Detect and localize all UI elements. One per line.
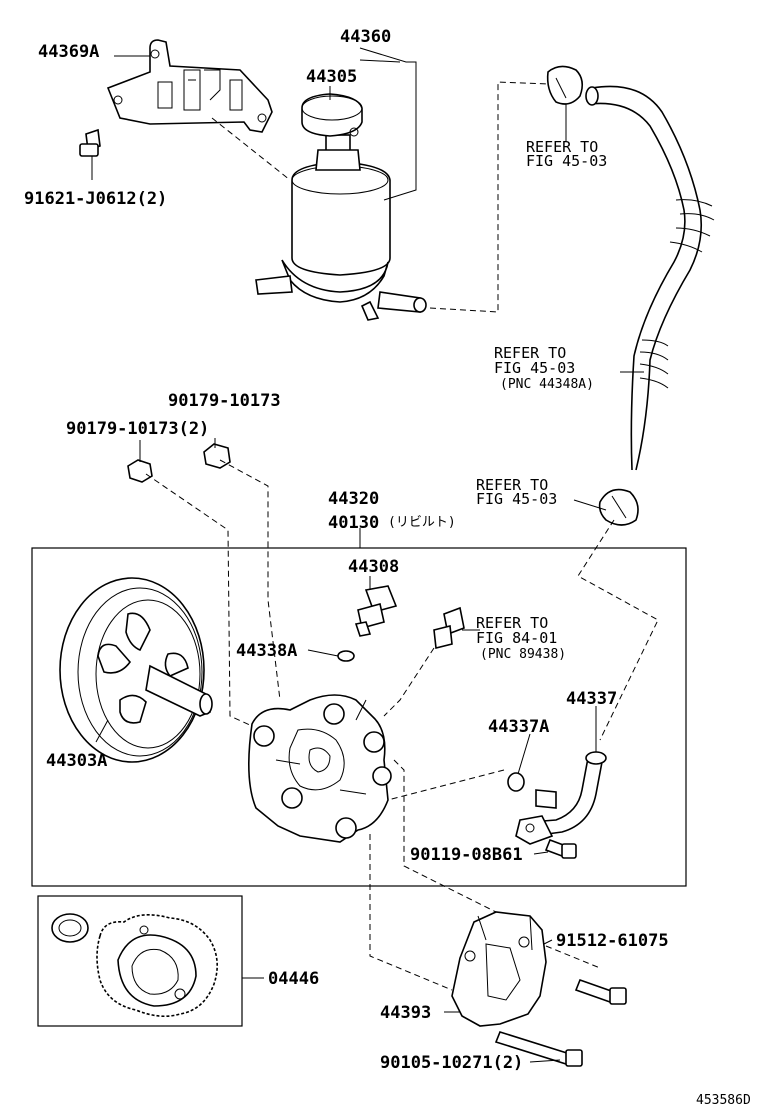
- bolt-91621: [79, 128, 101, 157]
- reservoir-cap: [301, 93, 363, 171]
- label-44360: 44360: [340, 27, 391, 47]
- pressure-switch: [354, 585, 398, 637]
- label-ref-mid-fig: FIG 45-03: [494, 359, 575, 377]
- bolt-91512: [574, 978, 627, 1005]
- leader-lines: [91, 47, 644, 1063]
- pump-assembly-box: [31, 547, 687, 887]
- pulley: [59, 577, 213, 763]
- reservoir-tank: [255, 161, 427, 321]
- label-ref-low-fig: FIG 45-03: [476, 490, 557, 508]
- pump-bracket: [451, 911, 547, 1027]
- o-ring-44337A: [507, 772, 525, 792]
- label-91621: 91621-J0612(2): [24, 189, 167, 209]
- label-ref-top: REFER TO: [526, 138, 598, 156]
- label-44369A: 44369A: [38, 42, 99, 62]
- label-rebuilt: (リビルト): [388, 515, 456, 530]
- bolt-90105: [494, 1031, 583, 1067]
- label-ref-84-pnc: (PNC 89438): [480, 647, 566, 662]
- label-91512: 91512-61075: [556, 931, 669, 951]
- sensor-connector: [433, 606, 465, 649]
- label-44337A: 44337A: [488, 717, 549, 737]
- label-ref-84-fig: FIG 84-01: [476, 629, 557, 647]
- part-labels: 44369A 44360 44305 91621-J0612(2) REFER …: [24, 27, 751, 1108]
- pressure-tube: [515, 751, 607, 845]
- reservoir-bracket: [106, 39, 273, 133]
- label-44338A: 44338A: [236, 641, 297, 661]
- nut-90179-a: [203, 443, 231, 469]
- label-ref-mid-pnc: (PNC 44348A): [500, 377, 594, 392]
- label-ref-low: REFER TO: [476, 476, 548, 494]
- nut-90179-b: [127, 459, 153, 483]
- label-44308: 44308: [348, 557, 399, 577]
- label-44303A: 44303A: [46, 751, 107, 771]
- label-40130: 40130: [328, 513, 379, 533]
- label-ref-top-fig: FIG 45-03: [526, 152, 607, 170]
- label-90179-a: 90179-10173: [168, 391, 281, 411]
- label-44393: 44393: [380, 1003, 431, 1023]
- label-04446: 04446: [268, 969, 319, 989]
- gasket-kit: [51, 913, 218, 1018]
- suction-hose: [585, 85, 715, 471]
- label-90119: 90119-08B61: [410, 845, 523, 865]
- pump-body: [248, 694, 392, 843]
- hose-clamp-top: [546, 65, 584, 105]
- label-90105: 90105-10271(2): [380, 1053, 523, 1073]
- label-44337: 44337: [566, 689, 617, 709]
- gasket-kit-box: [37, 895, 243, 1027]
- diagram-id: 453586D: [696, 1093, 751, 1108]
- assembly-lines: [145, 81, 659, 991]
- label-44320: 44320: [328, 489, 379, 509]
- o-ring-44338A: [337, 650, 355, 662]
- bolt-90119: [544, 838, 577, 859]
- label-ref-mid: REFER TO: [494, 344, 566, 362]
- hose-clamp-low: [598, 488, 639, 526]
- label-44305: 44305: [306, 67, 357, 87]
- label-90179-b: 90179-10173(2): [66, 419, 209, 439]
- label-ref-84: REFER TO: [476, 614, 548, 632]
